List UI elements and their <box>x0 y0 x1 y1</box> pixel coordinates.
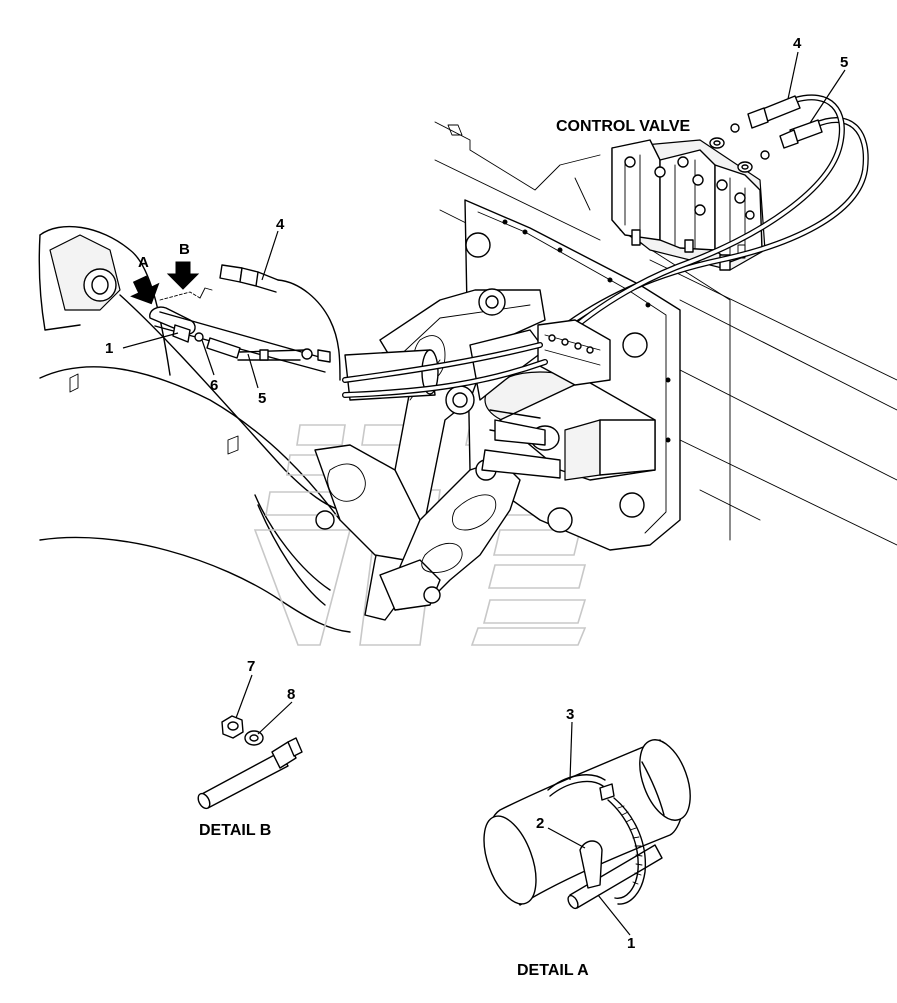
machine-frame-lines <box>434 121 897 546</box>
leader-4-main <box>261 230 279 281</box>
detail-a-parts <box>483 739 691 910</box>
callout-1-main: 1 <box>105 340 113 357</box>
leader-1-main <box>122 332 179 349</box>
control-valve-title: CONTROL VALVE <box>556 118 691 135</box>
leader-lines <box>122 51 846 936</box>
view-a-label: A <box>138 254 149 271</box>
leader-4-valve <box>787 51 799 100</box>
control-valve-assembly <box>611 139 766 271</box>
callout-4-main: 4 <box>276 216 285 233</box>
view-a-arrow <box>130 275 160 305</box>
swing-bracket <box>314 199 681 621</box>
valve-hoses <box>342 94 869 398</box>
leader-6-main <box>201 339 215 376</box>
detail-b-parts <box>197 715 303 810</box>
view-b-label: B <box>179 241 190 258</box>
leader-7 <box>235 674 253 719</box>
callout-4-valve: 4 <box>793 35 802 52</box>
boom-arm-outline <box>38 225 351 633</box>
callout-8: 8 <box>287 686 295 703</box>
callout-5-valve: 5 <box>840 54 848 71</box>
callout-1-detail: 1 <box>627 935 635 952</box>
detail-a-title: DETAIL A <box>517 962 589 979</box>
leader-8 <box>257 701 293 735</box>
view-b-arrow <box>166 261 200 290</box>
view-arrows <box>130 261 200 305</box>
leader-3 <box>569 721 573 781</box>
callout-7: 7 <box>247 658 255 675</box>
main-pipes <box>149 264 341 381</box>
leader-5-valve <box>809 69 846 124</box>
callout-3: 3 <box>566 706 574 723</box>
leader-2 <box>547 827 586 849</box>
leader-5-main <box>247 353 259 389</box>
detail-b-title: DETAIL B <box>199 822 271 839</box>
callout-6-main: 6 <box>210 377 218 394</box>
text-labels: 1 4 5 6 4 5 7 8 3 2 1 A B CONTROL VALVE … <box>105 35 848 979</box>
leader-1-detail <box>597 894 631 936</box>
callout-5-main: 5 <box>258 390 266 407</box>
callout-2: 2 <box>536 815 544 832</box>
